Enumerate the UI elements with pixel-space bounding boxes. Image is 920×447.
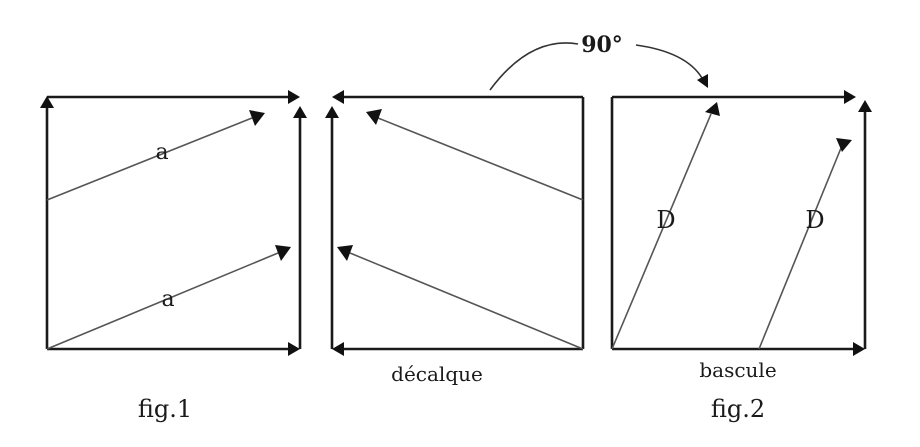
vector-a-upper-label: a: [155, 140, 168, 165]
arrowhead-a-upper: [249, 110, 265, 126]
arrowhead-up: [293, 106, 307, 118]
rotation-arc: [635, 44, 703, 79]
arrowhead-d-left: [705, 102, 720, 116]
fig1-caption: fig.1: [138, 395, 192, 423]
fig2-caption: fig.2: [711, 395, 765, 423]
arrowhead-d-right: [836, 138, 852, 152]
vector-d-left-line: [611, 113, 712, 350]
arrowhead-right: [288, 342, 300, 356]
traced-vector-upper-line: [377, 117, 584, 201]
bascule-label: bascule: [699, 358, 776, 382]
arrowhead-right: [288, 90, 300, 104]
vector-d-left-label: D: [656, 206, 675, 234]
tile-fig1: a a: [40, 90, 307, 356]
rotation-arc: [489, 42, 579, 91]
arrowhead-traced-upper: [366, 109, 382, 125]
vector-a-upper-line: [46, 117, 253, 201]
vector-a-lower-label: a: [161, 287, 174, 312]
vector-d-right-label: D: [805, 206, 824, 234]
vector-a-lower-line: [46, 252, 279, 350]
tile-bascule: D D bascule: [610, 90, 872, 382]
arrowhead-right: [853, 342, 865, 356]
arrowhead-rotation: [697, 74, 708, 88]
arrowhead-left: [332, 342, 344, 356]
traced-vector-lower-line: [349, 252, 584, 350]
vector-d-right-line: [758, 147, 842, 350]
arrowhead-traced-lower: [337, 245, 353, 261]
arrowhead-up: [858, 100, 872, 112]
arrowhead-left: [332, 90, 344, 104]
tile-decalque: décalque: [325, 90, 585, 386]
arrowhead-up: [325, 106, 339, 118]
rotation-indicator: 90°: [489, 32, 708, 91]
decalque-label: décalque: [391, 362, 483, 386]
arrowhead-up: [40, 96, 54, 108]
arrowhead-a-lower: [275, 245, 291, 261]
arrowhead-right: [844, 90, 856, 104]
angle-label: 90°: [581, 32, 623, 58]
